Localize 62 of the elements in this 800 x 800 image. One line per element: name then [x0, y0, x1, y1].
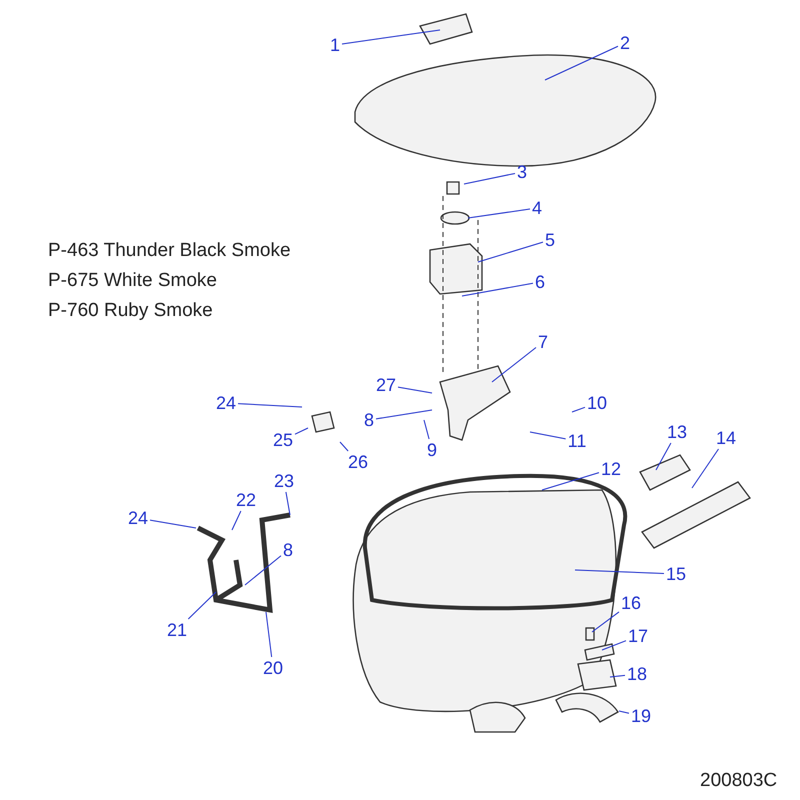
callout-number: 22: [236, 490, 256, 510]
leader-line: [462, 282, 534, 296]
leader-line: [266, 612, 272, 658]
leader-line: [592, 611, 620, 632]
callout-number: 23: [274, 471, 294, 491]
callout-number: 27: [376, 375, 396, 395]
leader-line: [376, 410, 432, 420]
callout-number: 12: [600, 459, 622, 479]
leader-line: [602, 640, 626, 650]
leader-line: [618, 710, 630, 714]
leader-line: [464, 172, 516, 184]
callout-number: 2: [620, 33, 630, 53]
leader-line: [398, 386, 432, 394]
leader-line: [340, 442, 349, 452]
leader-line: [244, 555, 282, 586]
callout-number: 24: [128, 508, 148, 528]
leader-line: [478, 242, 544, 262]
callout-number: 8: [364, 410, 374, 430]
callout-number: 19: [630, 706, 652, 726]
leader-line: [572, 406, 586, 412]
leader-line: [285, 492, 290, 516]
callout-number: 25: [272, 430, 294, 450]
leader-line: [574, 570, 664, 574]
leader-line: [188, 592, 216, 620]
callout-number: 4: [532, 198, 542, 218]
leader-line: [150, 520, 196, 528]
leader-line: [542, 472, 600, 490]
callout-number: 26: [348, 452, 368, 472]
callout-number: 11: [568, 431, 586, 451]
callout-number: 9: [427, 440, 437, 460]
callout-number: 20: [262, 658, 284, 678]
leader-line: [238, 403, 302, 408]
callout-number: 17: [628, 626, 648, 646]
callout-number: 8: [283, 540, 293, 560]
callout-number: 1: [330, 35, 340, 55]
leader-line: [544, 46, 618, 80]
leader-line: [492, 347, 536, 382]
leader-line: [468, 208, 530, 218]
callout-number: 21: [166, 620, 188, 640]
drawing-number: 200803C: [700, 770, 778, 792]
callout-number: 10: [586, 393, 608, 413]
leader-line: [692, 448, 720, 488]
callout-number: 16: [620, 593, 642, 613]
callout-number: 18: [626, 664, 648, 684]
color-option-note: P-463 Thunder Black Smoke: [48, 240, 291, 262]
callout-number: 7: [538, 332, 548, 352]
callout-number: 14: [716, 428, 736, 448]
callout-number: 6: [535, 272, 545, 292]
color-option-note: P-760 Ruby Smoke: [48, 300, 213, 322]
leader-line: [294, 428, 308, 435]
callout-number: 13: [666, 422, 688, 442]
callout-number: 24: [216, 393, 236, 413]
color-option-note: P-675 White Smoke: [48, 270, 217, 292]
leader-line: [232, 510, 242, 530]
leader-line: [424, 420, 430, 440]
callout-number: 15: [666, 564, 686, 584]
leader-line: [342, 30, 440, 44]
leader-line: [610, 674, 626, 678]
leader-line: [656, 442, 672, 470]
callout-number: 3: [517, 162, 527, 182]
leader-line: [530, 432, 566, 440]
callout-number: 5: [545, 230, 555, 250]
